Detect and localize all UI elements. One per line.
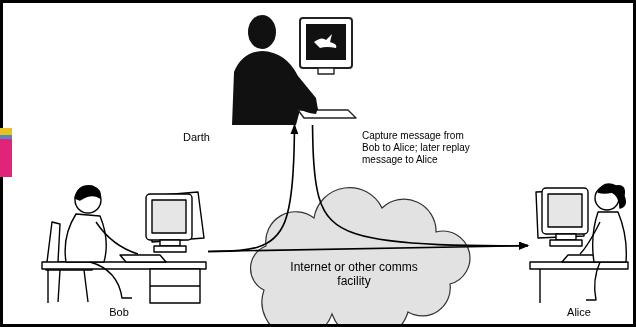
keyboard xyxy=(120,255,166,262)
darth-head xyxy=(248,15,276,49)
darth-arm xyxy=(280,78,318,114)
monitor-base xyxy=(154,246,186,252)
person-name: Alice xyxy=(528,306,630,319)
drawer-line xyxy=(150,285,200,286)
desk-leg xyxy=(539,269,540,303)
bob-leg xyxy=(90,262,132,298)
bob-torso xyxy=(65,214,106,262)
cloud-label: Internet or other comms facility xyxy=(284,260,424,288)
monitor-base xyxy=(550,240,582,246)
bob-arm xyxy=(96,222,138,254)
person-figure: Darth xyxy=(215,5,365,125)
annotation-note: Capture message from Bob to Alice; later… xyxy=(362,130,482,166)
monitor xyxy=(542,188,588,234)
cloud-shape xyxy=(251,188,470,327)
darth-figure xyxy=(232,15,356,125)
bob-figure xyxy=(42,186,206,303)
network-cloud: Internet or other comms facility xyxy=(236,186,472,320)
monitor-screen xyxy=(548,194,582,227)
screen-image xyxy=(314,34,336,48)
slide-edge-mark xyxy=(0,135,12,139)
person-figure: Alice xyxy=(528,165,630,304)
chair-leg xyxy=(58,270,60,302)
slide-edge-mark xyxy=(0,139,12,177)
monitor-stand xyxy=(556,234,576,240)
desk-top xyxy=(42,262,206,269)
alice-leg xyxy=(586,262,600,300)
person-name: Bob xyxy=(30,306,208,319)
person-name: Darth xyxy=(183,131,243,144)
monitor xyxy=(146,194,192,240)
chair-leg xyxy=(84,270,88,302)
monitor-stand xyxy=(160,240,180,246)
monitor-stand xyxy=(318,68,334,74)
bob-hair xyxy=(75,186,100,200)
alice-figure xyxy=(530,184,628,303)
person-figure: Bob xyxy=(30,158,208,304)
desk-top xyxy=(530,262,628,269)
slide-edge-mark xyxy=(0,128,12,135)
desk-leg xyxy=(47,269,48,303)
cloud-outline xyxy=(236,186,472,320)
alice-arm xyxy=(580,222,600,254)
alice-hair xyxy=(598,184,625,208)
desk-drawers xyxy=(150,269,200,303)
monitor xyxy=(300,18,352,68)
monitor-screen xyxy=(152,200,186,233)
alice-torso xyxy=(593,212,627,262)
monitor-screen xyxy=(306,24,346,60)
